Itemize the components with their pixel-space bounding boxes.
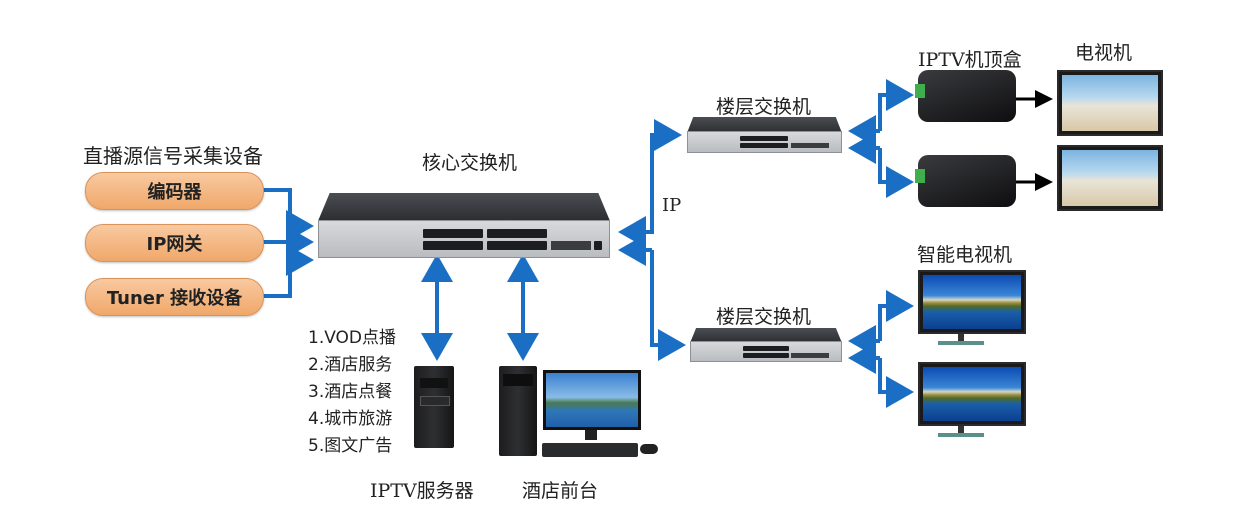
front-desk-label: 酒店前台 — [522, 480, 599, 502]
smart-tv-1-stand — [938, 341, 984, 345]
services-list: 1.VOD点播 2.酒店服务 3.酒店点餐 4.城市旅游 5.图文广告 — [308, 325, 396, 460]
smart-tv-2 — [918, 362, 1026, 426]
keyboard — [542, 443, 638, 457]
tv-label: 电视机 — [1075, 42, 1133, 64]
tuner-node: Tuner 接收设备 — [85, 278, 264, 316]
wire-encoder — [262, 188, 314, 242]
source-group-title: 直播源信号采集设备 — [83, 144, 263, 168]
core-switch-device — [318, 193, 610, 258]
front-desk-monitor — [543, 370, 641, 430]
smart-tv-2-stand — [938, 433, 984, 437]
smart-tv-label: 智能电视机 — [917, 244, 1013, 266]
service-item: 5.图文广告 — [308, 436, 393, 456]
service-item: 1.VOD点播 — [308, 328, 397, 348]
wire-floor1-stb2 — [878, 148, 914, 198]
mouse — [640, 444, 658, 454]
smart-tv-1 — [918, 270, 1026, 334]
floor-switch-1-device — [687, 117, 842, 153]
service-item: 4.城市旅游 — [308, 409, 393, 429]
floor-switch-1-label: 楼层交换机 — [716, 96, 812, 118]
core-switch-label: 核心交换机 — [422, 152, 518, 174]
ip-link-label: IP — [662, 195, 682, 216]
encoder-node: 编码器 — [85, 172, 264, 210]
service-item: 2.酒店服务 — [308, 355, 393, 375]
front-desk-tower — [499, 366, 537, 456]
wire-floor2-tv2 — [878, 358, 914, 408]
tv-2 — [1057, 145, 1163, 211]
stb-label: IPTV机顶盒 — [918, 49, 1022, 71]
ip-gateway-node: IP网关 — [85, 224, 264, 262]
iptv-server-label: IPTV服务器 — [370, 480, 474, 502]
wire-floor2-tv1 — [878, 290, 914, 341]
wire-core-floor2 — [650, 250, 686, 361]
iptv-server-device — [414, 366, 454, 448]
floor-switch-2-device — [690, 328, 842, 362]
wire-tuner — [262, 244, 314, 298]
tv-1 — [1057, 70, 1163, 136]
service-item: 3.酒店点餐 — [308, 382, 393, 402]
wire-floor1-stb1 — [878, 79, 914, 131]
stb-device-2 — [915, 155, 1016, 207]
stb-device-1 — [915, 70, 1016, 122]
wire-core-floor1 — [622, 119, 682, 234]
floor-switch-2-label: 楼层交换机 — [716, 306, 812, 328]
